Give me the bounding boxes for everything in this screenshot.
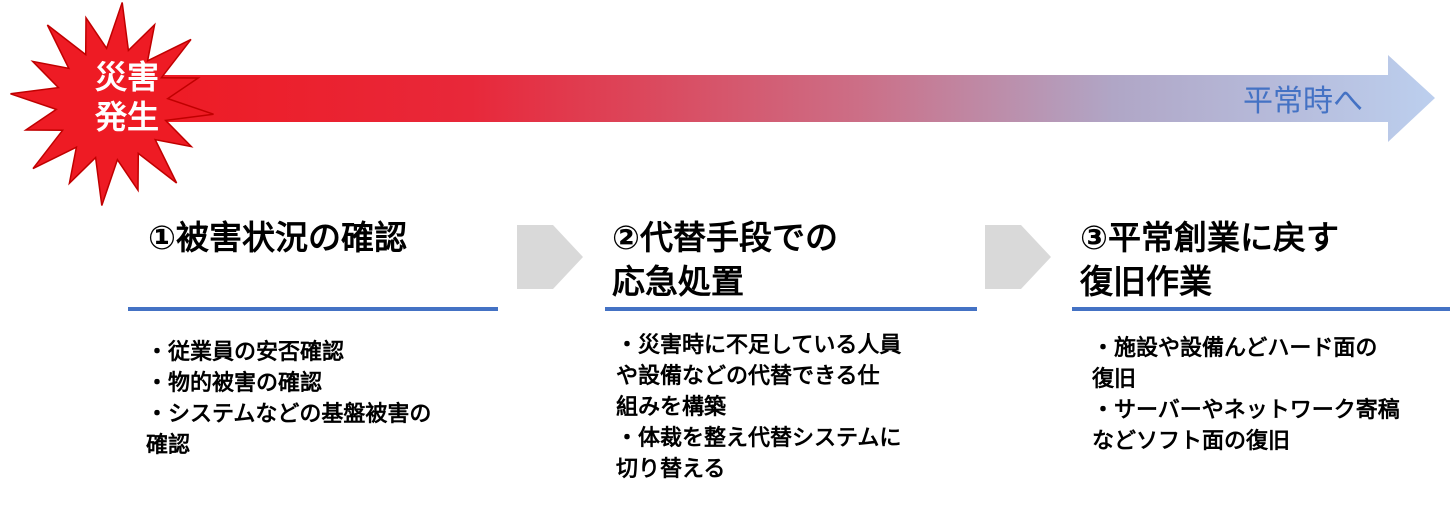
- step-3-title-line-2: 復旧作業: [1080, 262, 1212, 301]
- step-1-divider: [128, 307, 498, 311]
- step-1-title-line: ①被害状況の確認: [148, 218, 407, 257]
- step-3-title-line-1: ③平常創業に戻す: [1080, 218, 1339, 257]
- step-2-title-line-1: ②代替手段での: [612, 218, 838, 257]
- step-3-title: ③平常創業に戻す 復旧作業: [1080, 216, 1339, 304]
- list-item: や設備などの代替できる仕: [616, 364, 880, 389]
- step-3-bullet-list: ・施設や設備んどハード面の 復旧 ・サーバーやネットワーク寄稿 などソフト面の復…: [1092, 333, 1400, 457]
- list-item: ・体裁を整え代替システムに: [616, 426, 902, 451]
- list-item: ・物的被害の確認: [146, 371, 323, 396]
- list-item: 確認: [146, 433, 191, 458]
- list-item: 組みを構築: [616, 395, 727, 420]
- step-2-title: ②代替手段での 応急処置: [612, 216, 838, 304]
- arrow-label: 平常時へ: [1243, 84, 1363, 119]
- disaster-burst-icon: [10, 2, 214, 206]
- timeline-arrow: [150, 55, 1435, 142]
- burst-label-line1: 災害: [95, 58, 159, 96]
- step-2-bullet-list: ・災害時に不足している人員 や設備などの代替できる仕 組みを構築 ・体裁を整え代…: [616, 330, 901, 485]
- list-item: ・災害時に不足している人員: [616, 333, 902, 358]
- step-3-divider: [1072, 307, 1450, 311]
- disaster-timeline-banner: 災害 発生 平常時へ: [10, 2, 1435, 206]
- list-item: 切り替える: [616, 457, 726, 482]
- list-item: などソフト面の復旧: [1092, 429, 1291, 454]
- step-1-title: ①被害状況の確認: [148, 216, 407, 260]
- list-item: 復旧: [1092, 367, 1137, 392]
- list-item: ・従業員の安否確認: [146, 340, 345, 365]
- step-2-divider: [605, 307, 977, 311]
- step-1-bullet-list: ・従業員の安否確認 ・物的被害の確認 ・システムなどの基盤被害の 確認: [146, 337, 431, 461]
- list-item: ・施設や設備んどハード面の: [1092, 336, 1378, 361]
- list-item: ・システムなどの基盤被害の: [146, 402, 432, 427]
- chevron-icon: [517, 225, 583, 289]
- burst-label-line2: 発生: [94, 98, 159, 136]
- step-2-title-line-2: 応急処置: [612, 262, 744, 301]
- chevron-icon: [985, 225, 1051, 289]
- list-item: ・サーバーやネットワーク寄稿: [1092, 398, 1400, 423]
